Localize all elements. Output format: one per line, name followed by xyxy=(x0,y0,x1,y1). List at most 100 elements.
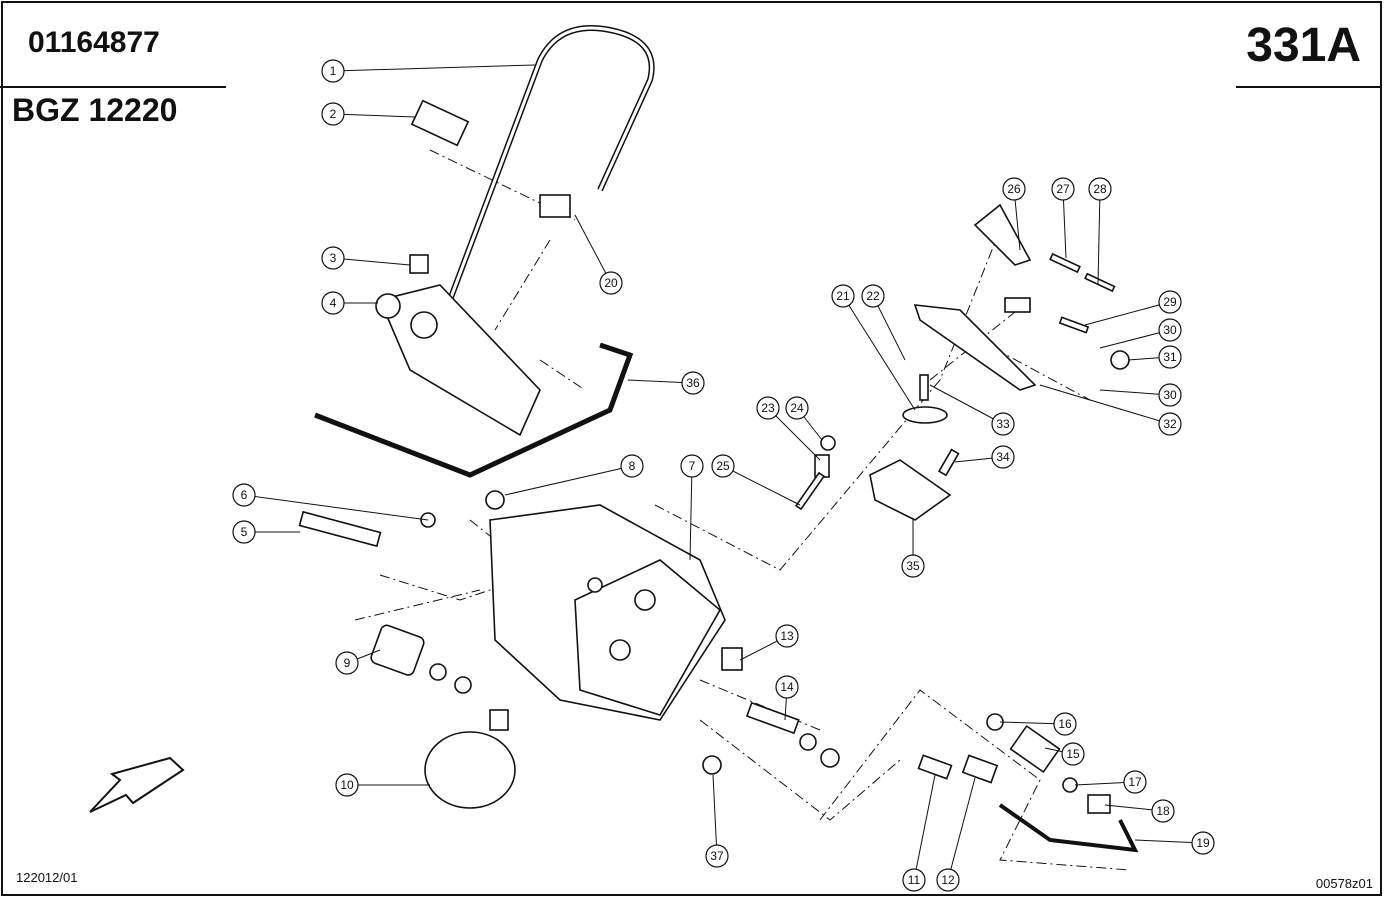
callout-24: 24 xyxy=(785,396,823,441)
callout-number: 4 xyxy=(330,296,337,310)
callout-19: 19 xyxy=(1134,831,1215,855)
leader-line xyxy=(332,64,536,72)
hydraulic-pipe xyxy=(447,25,655,302)
pressure-switch xyxy=(410,99,470,147)
part-number: 01164877 xyxy=(28,26,160,59)
callout-circle xyxy=(901,554,925,578)
callout-3: 3 xyxy=(321,246,411,270)
callout-circle xyxy=(681,371,705,395)
page-code: 331A xyxy=(1246,19,1361,72)
callout-circle xyxy=(1061,742,1085,766)
fitting-8 xyxy=(485,490,505,510)
callout-circle xyxy=(321,246,345,270)
group-code: BGZ 12220 xyxy=(12,92,178,128)
callout-number: 9 xyxy=(344,656,351,670)
solenoid-valve xyxy=(378,284,541,437)
leader-line xyxy=(504,465,633,496)
bolt-14 xyxy=(745,701,800,735)
callout-35: 35 xyxy=(901,518,925,578)
bolt-34 xyxy=(937,448,960,477)
leader-line xyxy=(872,295,906,361)
leader-line xyxy=(722,465,801,506)
callout-14: 14 xyxy=(775,675,799,721)
callout-number: 25 xyxy=(716,459,730,473)
bracket-35 xyxy=(869,459,952,521)
callout-circle xyxy=(1158,318,1182,342)
callout-1: 1 xyxy=(321,59,536,83)
callout-8: 8 xyxy=(504,454,644,496)
accumulator xyxy=(424,731,516,809)
callout-circle xyxy=(1151,799,1175,823)
plate-32 xyxy=(913,304,1037,391)
callout-22: 22 xyxy=(861,284,906,361)
callout-5: 5 xyxy=(232,520,300,544)
callout-number: 27 xyxy=(1056,182,1070,196)
callout-9: 9 xyxy=(335,649,381,675)
callout-circle xyxy=(785,396,809,420)
leader-line xyxy=(1099,329,1171,349)
leader-line xyxy=(332,257,411,266)
callout-33: 33 xyxy=(929,384,1015,436)
callout-circle xyxy=(1191,831,1215,855)
fitting-18 xyxy=(1087,794,1111,814)
callout-number: 13 xyxy=(780,629,794,643)
callout-number: 26 xyxy=(1007,182,1021,196)
callout-circle xyxy=(1158,383,1182,407)
disc xyxy=(902,406,948,424)
callout-number: 7 xyxy=(689,459,696,473)
leader-line xyxy=(332,113,416,118)
leader-line xyxy=(929,384,1004,425)
callout-number: 23 xyxy=(761,401,775,415)
leader-line xyxy=(767,407,821,461)
drawing-id: 00578z01 xyxy=(1315,876,1373,891)
callout-number: 30 xyxy=(1163,388,1177,402)
leader-line xyxy=(842,295,916,411)
callout-10: 10 xyxy=(335,773,430,797)
callout-27: 27 xyxy=(1051,177,1075,259)
callout-circle xyxy=(861,284,885,308)
callout-26: 26 xyxy=(1002,177,1026,251)
header-divider xyxy=(0,86,226,88)
callout-circle xyxy=(775,675,799,699)
callout-11: 11 xyxy=(902,774,936,892)
leader-line xyxy=(1084,301,1171,326)
callout-20: 20 xyxy=(574,214,623,295)
leader-line xyxy=(243,494,429,521)
callout-21: 21 xyxy=(831,284,916,411)
callout-37: 37 xyxy=(705,774,729,868)
callout-29: 29 xyxy=(1084,290,1182,326)
callout-circle xyxy=(1158,290,1182,314)
callout-number: 33 xyxy=(996,417,1010,431)
pin-28 xyxy=(1084,272,1116,293)
callout-number: 35 xyxy=(906,559,920,573)
callout-15: 15 xyxy=(1044,742,1085,766)
callout-number: 18 xyxy=(1156,804,1170,818)
pipe-36 xyxy=(314,342,634,478)
callout-number: 15 xyxy=(1066,747,1080,761)
callout-7: 7 xyxy=(680,454,704,561)
callout-number: 6 xyxy=(241,488,248,502)
bolt-5 xyxy=(298,510,382,548)
callout-17: 17 xyxy=(1074,770,1147,794)
callout-circle xyxy=(1051,177,1075,201)
callout-circle xyxy=(1088,177,1112,201)
page-code-divider xyxy=(1236,86,1382,88)
callout-circle xyxy=(232,520,256,544)
tee-fitting xyxy=(539,194,571,218)
callout-circle xyxy=(680,454,704,478)
callout-circle xyxy=(936,868,960,892)
direction-arrow-icon xyxy=(89,756,185,813)
callout-circle xyxy=(1123,770,1147,794)
plug-37 xyxy=(702,755,722,775)
callout-circle xyxy=(756,396,780,420)
callout-circle xyxy=(705,844,729,868)
callout-number: 14 xyxy=(780,680,794,694)
lever-26 xyxy=(973,203,1032,266)
callout-number: 28 xyxy=(1093,182,1107,196)
callout-4: 4 xyxy=(321,291,378,315)
callout-number: 31 xyxy=(1163,350,1177,364)
callout-circle xyxy=(321,291,345,315)
callout-circle xyxy=(1158,412,1182,436)
